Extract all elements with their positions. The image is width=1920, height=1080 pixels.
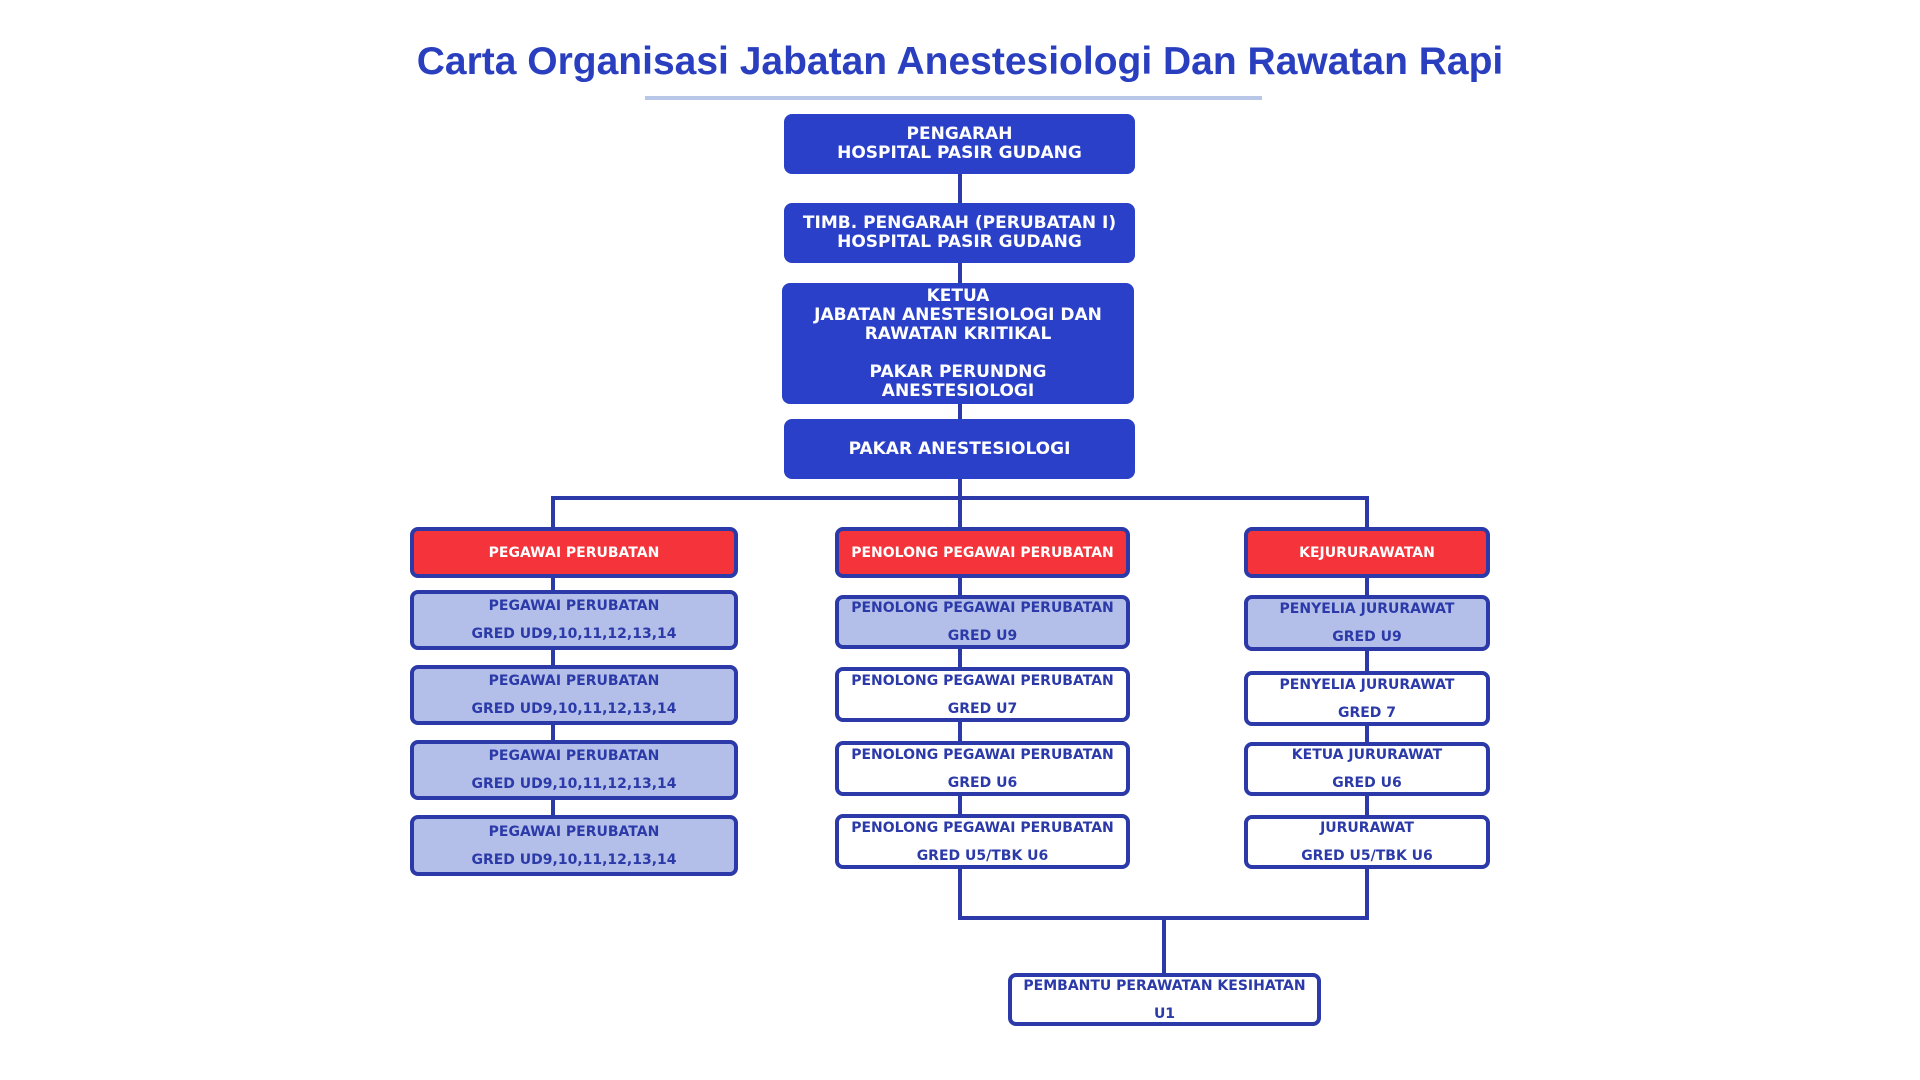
ketua-box: KETUA JABATAN ANESTESIOLOGI DAN RAWATAN … (782, 283, 1134, 404)
box-line: PAKAR PERUNDNG (869, 361, 1047, 382)
pegawai-perubatan-header: PEGAWAI PERUBATAN (410, 527, 738, 578)
box-line: PEGAWAI PERUBATAN (488, 748, 660, 764)
box-line: KETUA (926, 285, 990, 306)
box-line: PEGAWAI PERUBATAN (488, 544, 660, 561)
box-line: JABATAN ANESTESIOLOGI DAN (814, 304, 1102, 325)
penolong-header: PENOLONG PEGAWAI PERUBATAN (835, 527, 1130, 578)
box-line: HOSPITAL PASIR GUDANG (837, 232, 1082, 252)
box-line: GRED U5/TBK U6 (1301, 848, 1433, 864)
box-line: JURURAWAT (1320, 820, 1414, 836)
left-item: PEGAWAI PERUBATAN GRED UD9,10,11,12,13,14 (410, 740, 738, 800)
box-line: PEGAWAI PERUBATAN (488, 673, 660, 689)
box-line: U1 (1153, 1005, 1176, 1022)
box-line: GRED U9 (947, 628, 1018, 644)
box-line: KEJURURAWATAN (1299, 544, 1435, 561)
box-line: PAKAR ANESTESIOLOGI (848, 438, 1071, 459)
left-item: PEGAWAI PERUBATAN GRED UD9,10,11,12,13,14 (410, 665, 738, 725)
box-line: GRED U9 (1332, 629, 1402, 645)
box-line: PEGAWAI PERUBATAN (488, 598, 660, 614)
box-line: PEGAWAI PERUBATAN (488, 823, 660, 840)
middle-item: PENOLONG PEGAWAI PERUBATAN GRED U6 (835, 741, 1130, 796)
right-item: PENYELIA JURURAWAT GRED 7 (1244, 671, 1490, 726)
box-line: RAWATAN KRITIKAL (864, 323, 1052, 344)
box-line: GRED UD9,10,11,12,13,14 (471, 776, 677, 792)
box-line: TIMB. PENGARAH (PERUBATAN I) (802, 213, 1117, 233)
box-line: GRED U7 (947, 700, 1018, 717)
right-item: KETUA JURURAWAT GRED U6 (1244, 742, 1490, 796)
box-line: PENOLONG PEGAWAI PERUBATAN (851, 819, 1114, 836)
pakar-box: PAKAR ANESTESIOLOGI (784, 419, 1135, 479)
box-line: GRED UD9,10,11,12,13,14 (471, 626, 677, 642)
timb-pengarah-box: TIMB. PENGARAH (PERUBATAN I) HOSPITAL PA… (784, 203, 1135, 263)
box-line: GRED UD9,10,11,12,13,14 (471, 701, 677, 717)
box-line: GRED U6 (947, 774, 1018, 791)
box-line: GRED 7 (1337, 704, 1397, 721)
box-line: KETUA JURURAWAT (1291, 747, 1443, 763)
box-line: PENGARAH (906, 124, 1013, 144)
box-line: GRED U5/TBK U6 (916, 847, 1049, 864)
right-item: PENYELIA JURURAWAT GRED U9 (1244, 595, 1490, 651)
box-line: GRED UD9,10,11,12,13,14 (471, 851, 677, 868)
middle-item: PENOLONG PEGAWAI PERUBATAN GRED U5/TBK U6 (835, 814, 1130, 869)
box-line: PENOLONG PEGAWAI PERUBATAN (851, 672, 1114, 689)
chart-title: Carta Organisasi Jabatan Anestesiologi D… (416, 40, 1504, 83)
box-line: PENOLONG PEGAWAI PERUBATAN (851, 600, 1114, 616)
right-item: JURURAWAT GRED U5/TBK U6 (1244, 815, 1490, 869)
box-line: PENOLONG PEGAWAI PERUBATAN (851, 746, 1114, 763)
title-underline (645, 96, 1262, 100)
kejururawatan-header: KEJURURAWATAN (1244, 527, 1490, 578)
box-line: ANESTESIOLOGI (881, 380, 1035, 401)
pembantu-perawatan-box: PEMBANTU PERAWATAN KESIHATAN U1 (1008, 973, 1321, 1026)
connector (552, 496, 1369, 500)
middle-item: PENOLONG PEGAWAI PERUBATAN GRED U9 (835, 595, 1130, 649)
box-line: HOSPITAL PASIR GUDANG (837, 143, 1082, 163)
left-item: PEGAWAI PERUBATAN GRED UD9,10,11,12,13,14 (410, 590, 738, 650)
box-line: GRED U6 (1332, 775, 1402, 791)
middle-item: PENOLONG PEGAWAI PERUBATAN GRED U7 (835, 667, 1130, 722)
box-line: PENOLONG PEGAWAI PERUBATAN (851, 544, 1114, 561)
left-item: PEGAWAI PERUBATAN GRED UD9,10,11,12,13,14 (410, 815, 738, 876)
connector (1162, 916, 1166, 974)
box-line: PEMBANTU PERAWATAN KESIHATAN (1023, 977, 1306, 994)
box-line: PENYELIA JURURAWAT (1279, 676, 1455, 693)
pengarah-box: PENGARAH HOSPITAL PASIR GUDANG (784, 114, 1135, 174)
box-line: PENYELIA JURURAWAT (1279, 601, 1455, 617)
